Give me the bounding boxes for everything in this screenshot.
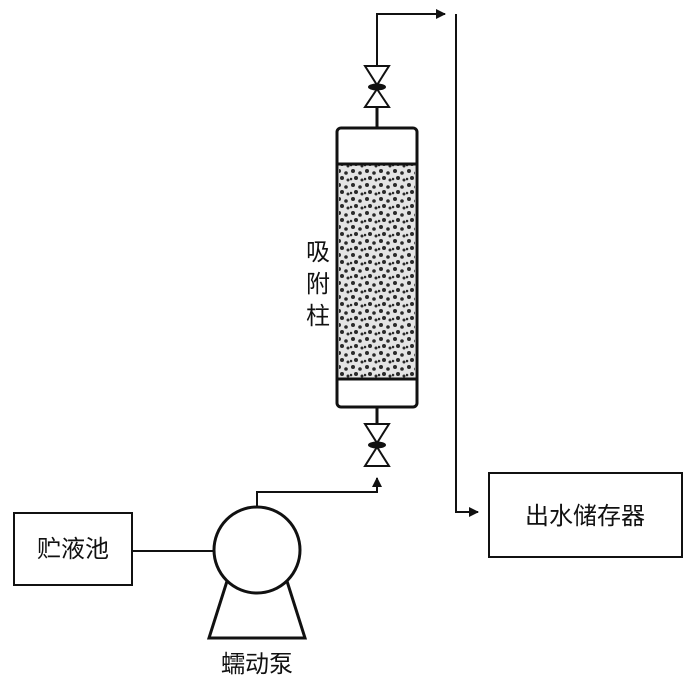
column-label-char-2: 附: [306, 270, 330, 298]
column-label-char-3: 柱: [306, 302, 330, 330]
reservoir-label: 贮液池: [37, 535, 109, 563]
pump-body: [212, 505, 302, 595]
outlet-return-line: [455, 14, 479, 517]
column-packing: [339, 164, 415, 379]
pump-label: 蠕动泵: [221, 650, 293, 678]
outlet-storage-label: 出水储存器: [525, 502, 645, 530]
pump-to-column-line: [256, 477, 382, 507]
top-valve-icon: [363, 65, 391, 108]
bottom-valve-icon: [363, 423, 391, 467]
outlet-storage-box: [488, 472, 683, 558]
column-outlet-line: [376, 9, 446, 66]
peristaltic-pump: [206, 505, 308, 640]
column-label-char-1: 吸: [306, 238, 330, 266]
reservoir-box: [13, 512, 133, 586]
adsorption-column: [335, 126, 419, 409]
